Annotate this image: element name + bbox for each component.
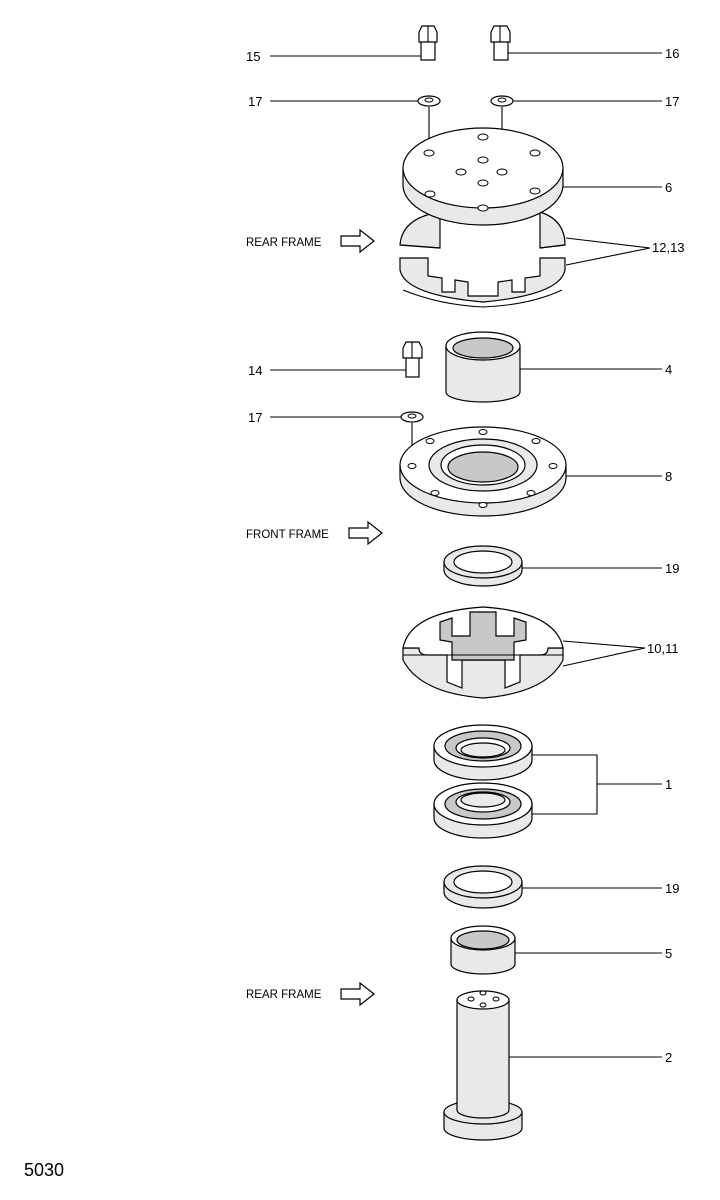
- callout-19-top: 19: [665, 561, 679, 576]
- callout-2: 2: [665, 1050, 672, 1065]
- spacer-ring-part-19-bottom: [443, 865, 523, 909]
- callout-12-13: 12,13: [652, 240, 685, 255]
- callout-17-top-right: 17: [665, 94, 679, 109]
- leader-line-12-13-a: [565, 237, 651, 249]
- shim-part-10-11: [402, 606, 564, 699]
- bearing-part-1-upper: [433, 724, 533, 781]
- pin-part-2: [443, 990, 523, 1141]
- washer-part-17-right: [490, 95, 514, 107]
- frame-label-rear-bottom: REAR FRAME: [246, 989, 322, 1001]
- spacer-ring-part-19-top: [443, 545, 523, 587]
- shim-part-12-13: [399, 211, 566, 308]
- leader-line-12-13-b: [565, 247, 651, 266]
- washer-part-17-middle: [400, 411, 424, 423]
- bolt-part-15: [418, 25, 438, 61]
- callout-8: 8: [665, 469, 672, 484]
- arrow-icon: [348, 520, 383, 546]
- frame-label-front: FRONT FRAME: [246, 529, 329, 541]
- bushing-part-4: [445, 331, 521, 403]
- figure-number: 5030: [24, 1160, 64, 1180]
- arrow-icon: [340, 981, 375, 1007]
- leader-bracket-1: [532, 754, 662, 815]
- callout-15: 15: [246, 49, 260, 64]
- leader-line-10-11-a: [562, 640, 646, 649]
- leader-line-10-11-b: [562, 647, 646, 667]
- callout-10-11: 10,11: [647, 641, 679, 656]
- frame-label-rear-top: REAR FRAME: [246, 237, 322, 249]
- flange-part-8: [399, 426, 567, 517]
- washer-part-17-left: [417, 95, 441, 107]
- callout-14: 14: [248, 363, 262, 378]
- callout-16: 16: [665, 46, 679, 61]
- callout-19-bottom: 19: [665, 881, 679, 896]
- callout-1: 1: [665, 777, 672, 792]
- bolt-part-14: [402, 341, 423, 378]
- bushing-part-5: [450, 925, 516, 975]
- plate-part-6: [402, 127, 564, 226]
- callout-17-middle: 17: [248, 410, 262, 425]
- callout-17-top-left: 17: [248, 94, 262, 109]
- callout-4: 4: [665, 362, 672, 377]
- bearing-part-1-lower: [433, 782, 533, 839]
- bolt-part-16: [490, 25, 511, 61]
- callout-6: 6: [665, 180, 672, 195]
- arrow-icon: [340, 228, 375, 254]
- callout-5: 5: [665, 946, 672, 961]
